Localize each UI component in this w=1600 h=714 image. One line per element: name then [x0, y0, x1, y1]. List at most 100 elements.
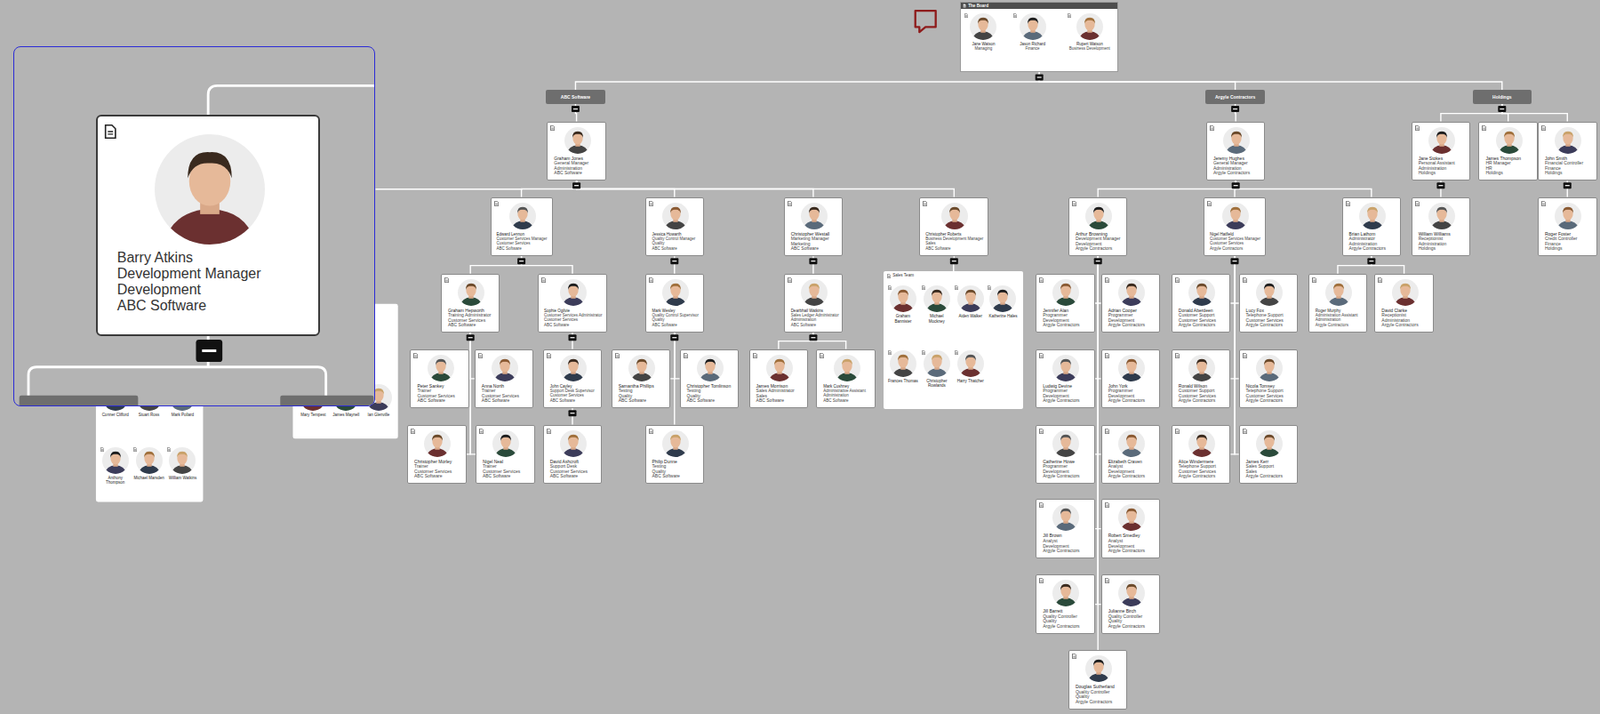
portrait — [800, 202, 828, 230]
person-card: Ludwig DevineProgrammerDevelopmentArgyle… — [1035, 349, 1096, 409]
person-card: David ClarkeReceptionistAdministrationAr… — [1374, 273, 1434, 334]
team-member: Harry Thatcher — [954, 350, 985, 397]
org-connector — [521, 256, 573, 274]
person-detail: Customer Services Administrator — [544, 312, 603, 318]
portrait-image — [102, 447, 129, 474]
document-icon — [494, 200, 499, 207]
portrait — [1359, 202, 1386, 230]
document-icon — [1312, 277, 1317, 283]
org-connector — [575, 72, 1040, 90]
person-detail: Argyle Contractors — [1213, 170, 1250, 176]
document-icon — [1541, 125, 1546, 131]
text-group: David ClarkeReceptionistAdministrationAr… — [1381, 308, 1418, 328]
text-group: James ThompsonHR ManagerHRHoldings — [1485, 156, 1521, 176]
org-connector — [673, 332, 675, 424]
portrait — [424, 430, 451, 457]
portrait — [1118, 279, 1145, 306]
portrait-image — [662, 279, 689, 306]
person-card: Ronald WilsonCustomer SupportCustomer Se… — [1171, 349, 1232, 409]
person-card: Adrian CooperProgrammerDevelopmentArgyle… — [1101, 273, 1161, 334]
person-card: John SmithFinancial ControllerFinanceHol… — [1537, 121, 1598, 182]
collapse-button — [1233, 184, 1239, 186]
person-card: Jill BarrettQuality ControllerQualityArg… — [1035, 574, 1096, 634]
text-group: Jill BarrettQuality ControllerQualityArg… — [1042, 608, 1080, 629]
team-name: Sales Team — [892, 272, 1032, 279]
text-group: James Maynell — [330, 412, 361, 417]
collapse-button — [572, 182, 581, 189]
text-group: Roger MurphyAdministration AssistantAdmi… — [1315, 308, 1359, 328]
board-panel: The BoardJane WatsonManagingJason Richar… — [960, 1, 1119, 72]
portrait — [1188, 279, 1216, 306]
org-connector — [1097, 180, 1236, 197]
person-name: Rupert Watson — [1067, 41, 1113, 47]
portrait-image — [889, 350, 917, 377]
document-icon — [1104, 577, 1110, 584]
person-detail: ABC Software — [687, 398, 732, 404]
portrait-image — [1085, 655, 1112, 682]
text-group: Ronald WilsonCustomer SupportCustomer Se… — [1178, 384, 1216, 404]
portrait — [457, 279, 485, 306]
portrait — [154, 134, 265, 245]
collapse-button — [568, 409, 576, 416]
person-card: Graham HepworthTraining AdministratorCus… — [440, 273, 501, 334]
text-group: Christopher Rowlands — [921, 378, 952, 388]
portrait — [1118, 579, 1145, 607]
text-group: Christopher TomlinsonTestingQualityABC S… — [687, 384, 732, 404]
person-detail: Customer Services — [1209, 240, 1261, 246]
person-card: Roger FosterCredit ControllerFinanceHold… — [1537, 197, 1598, 257]
department-band: ABC Software — [545, 89, 606, 104]
portrait — [696, 354, 724, 382]
portrait — [1118, 354, 1145, 382]
person-card: Sophie OgilvieCustomer Services Administ… — [537, 273, 608, 334]
portrait — [560, 354, 587, 382]
text-group: John CayleySupport Desk SupervisorCustom… — [550, 384, 595, 404]
person-card: Anna NorthTrainerCustomer ServicesABC So… — [474, 349, 535, 409]
portrait-image — [1223, 127, 1250, 154]
person-detail: Holdings — [1485, 170, 1521, 176]
person-detail: Argyle Contractors — [1042, 548, 1080, 554]
document-icon — [683, 352, 688, 359]
text-group: Elizabeth CravenAnalystDevelopmentArgyle… — [1108, 459, 1145, 480]
document-icon — [1039, 577, 1044, 584]
document-icon — [987, 285, 992, 290]
text-group: Peter SankeyTrainerCustomer ServicesABC … — [416, 384, 455, 404]
document-icon — [410, 428, 416, 434]
person-name: Christopher Rowlands — [921, 378, 952, 388]
portrait-image — [1392, 279, 1419, 306]
portrait — [800, 279, 828, 306]
portrait — [1188, 354, 1216, 382]
person-detail: Development Manager — [117, 265, 262, 282]
person-detail: Business Development Manager — [925, 236, 984, 241]
person-detail: Argyle Contractors — [1108, 398, 1145, 404]
text-group: Stuart Ross — [133, 412, 164, 417]
text-group: Alice WindermereTelephone SupportCustome… — [1178, 459, 1216, 480]
document-icon — [648, 428, 654, 434]
portrait-image — [969, 13, 997, 40]
collapse-button — [519, 260, 524, 262]
person-name: Conner Clifford — [100, 412, 131, 417]
text-group: Mary Tempest — [297, 412, 328, 417]
portrait-image — [1554, 127, 1582, 154]
collapse-button — [1367, 257, 1376, 264]
org-connector — [1039, 72, 1235, 90]
collapse-button — [517, 257, 526, 264]
portrait-image — [1359, 202, 1386, 230]
document-icon — [1175, 352, 1180, 359]
person-detail: Holdings — [1544, 170, 1584, 176]
document-icon — [787, 277, 792, 283]
collapse-button — [1438, 184, 1443, 186]
person-detail: Sales Ledger Administrator — [791, 312, 840, 318]
portrait — [941, 202, 968, 230]
text-group: Arthur BrowningDevelopment ManagerDevelo… — [1075, 232, 1121, 252]
text-group: Jane WatsonManaging — [964, 41, 1004, 51]
portrait-image — [923, 285, 951, 312]
text-group: Michael Mockney — [921, 313, 952, 323]
person-detail: ABC Software — [925, 246, 984, 251]
document-icon — [921, 285, 926, 290]
text-group: Christopher WestallMarketing ManagerMark… — [791, 232, 831, 252]
person-detail: Administration Assistant — [1315, 312, 1359, 318]
document-icon — [1175, 428, 1180, 434]
person-detail: Argyle Contractors — [1178, 322, 1216, 328]
portrait-image — [1118, 504, 1145, 531]
collapse-button — [1232, 260, 1238, 262]
